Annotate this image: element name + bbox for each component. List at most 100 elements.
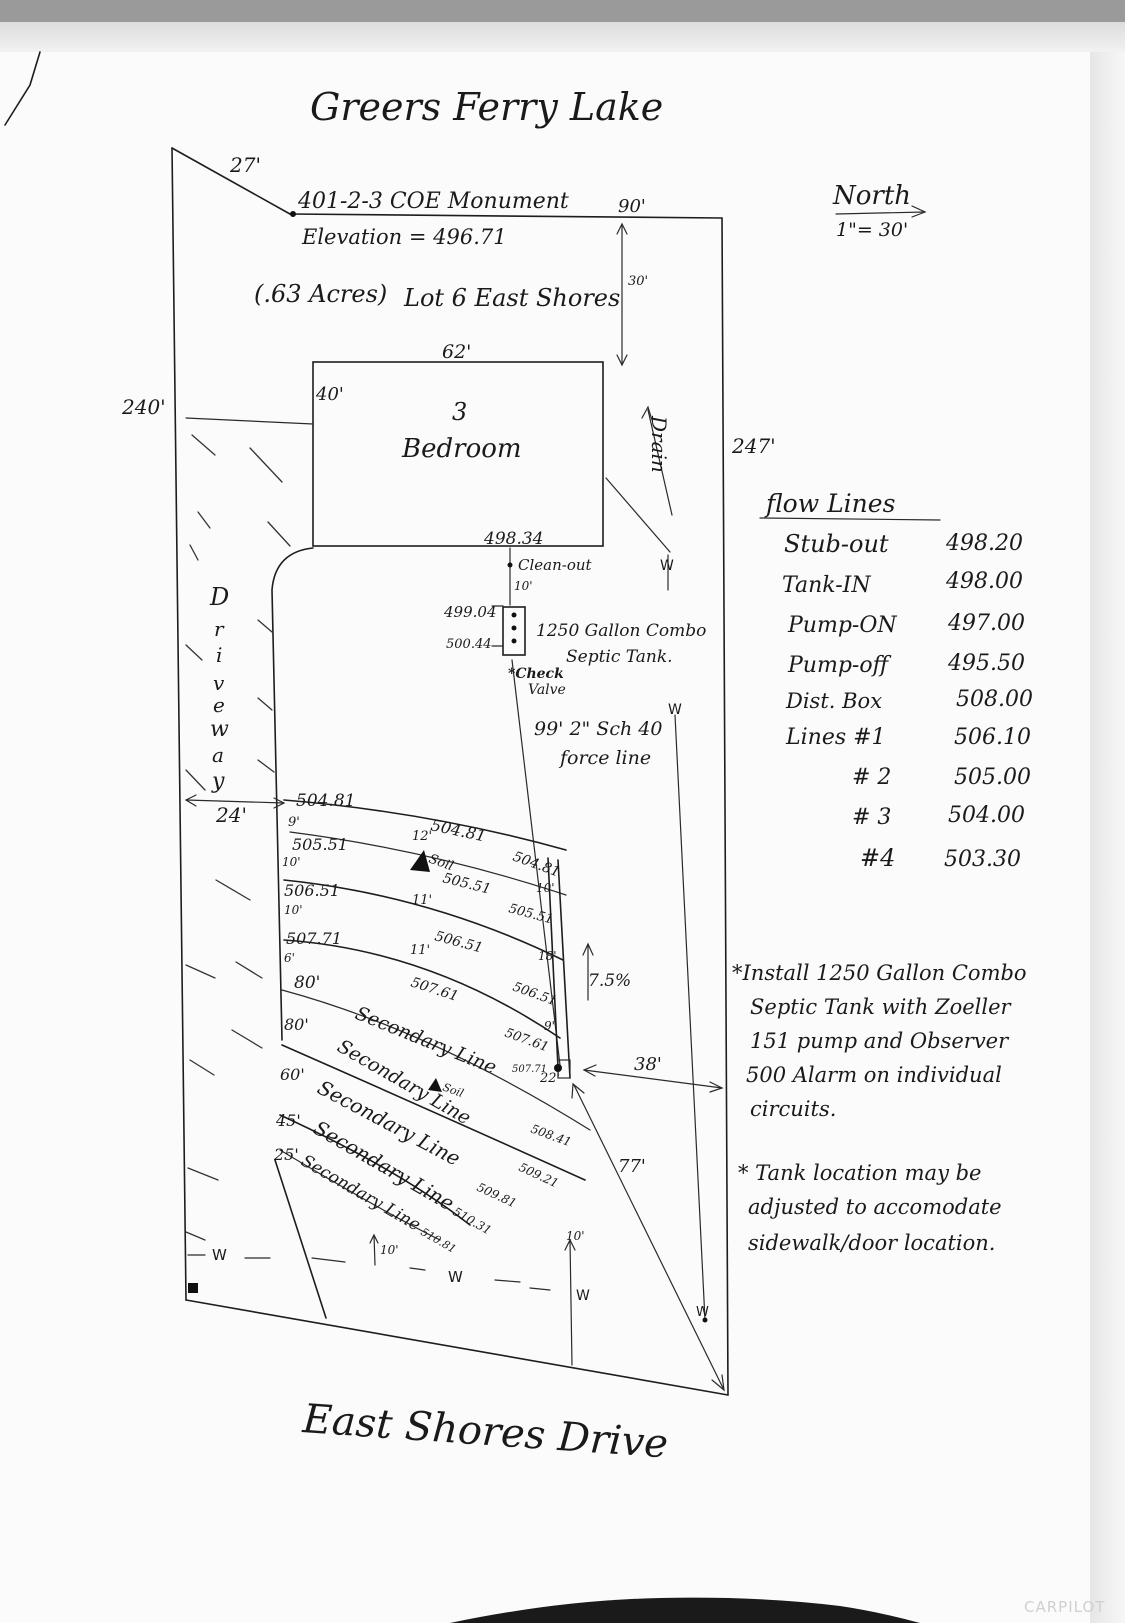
flow-lines-underline (759, 517, 941, 521)
svg-text:w: w (210, 717, 229, 742)
clean-out-label: Clean-out (518, 556, 593, 574)
corner-pin (188, 1283, 198, 1293)
monument-elevation: Elevation = 496.71 (301, 225, 507, 249)
svg-text:506.10: 506.10 (954, 725, 1031, 750)
drain-label: Drain (647, 415, 671, 473)
svg-text:W: W (696, 1305, 709, 1320)
road-name: East Shores Drive (300, 1396, 669, 1467)
svg-text:10': 10' (284, 903, 303, 917)
svg-text:y: y (211, 769, 225, 794)
tank-location-note: * Tank location may be adjusted to accom… (738, 1161, 1002, 1255)
tank-elev-top: 499.04 (443, 603, 497, 621)
svg-text:circuits.: circuits. (750, 1097, 836, 1121)
svg-text:25': 25' (273, 1145, 299, 1164)
watermark: CARPILOT (1024, 1598, 1106, 1616)
flow-lines-title: flow Lines (764, 489, 895, 518)
hatching (185, 434, 291, 1241)
svg-text:e: e (213, 693, 225, 717)
svg-text:18': 18' (538, 949, 557, 963)
svg-text:a: a (212, 743, 224, 767)
svg-text:506.51: 506.51 (284, 881, 340, 900)
driveway-width-arrow (184, 794, 286, 809)
flow-lines-table: flow Lines Stub-out 498.20 Tank-IN 498.0… (764, 489, 1033, 872)
svg-text:W: W (668, 702, 682, 718)
force-line-1: 99' 2" Sch 40 (534, 718, 662, 740)
lot-name: Lot 6 East Shores (403, 284, 620, 312)
svg-text:10': 10' (536, 881, 555, 895)
svg-text:80': 80' (294, 973, 320, 993)
svg-text:W: W (212, 1246, 227, 1264)
svg-text:Dist. Box: Dist. Box (785, 689, 882, 713)
svg-text:151 pump and Observer: 151 pump and Observer (750, 1029, 1010, 1053)
house-outline (312, 361, 604, 547)
water-line-bottom (187, 1254, 551, 1291)
svg-text:508.00: 508.00 (956, 687, 1033, 712)
water-line-right (674, 714, 706, 1321)
corner-mark (4, 51, 41, 126)
lake-name: Greers Ferry Lake (310, 85, 663, 129)
paper-right-edge (1090, 52, 1125, 1623)
dim-driveway-width: 24' (215, 803, 247, 827)
svg-text:509.81: 509.81 (475, 1180, 519, 1210)
tank-label-2: Septic Tank. (566, 647, 673, 667)
svg-text:W: W (576, 1288, 590, 1304)
svg-text:498.20: 498.20 (945, 531, 1023, 556)
svg-text:10': 10' (566, 1229, 585, 1243)
north-arrow (835, 205, 927, 218)
svg-text:* Tank location may be: * Tank location may be (738, 1161, 981, 1185)
svg-text:6': 6' (284, 951, 295, 965)
bottom-smudge (450, 1597, 920, 1623)
svg-text:503.30: 503.30 (944, 847, 1021, 872)
svg-text:22': 22' (539, 1071, 560, 1086)
svg-text:Tank-IN: Tank-IN (782, 573, 871, 598)
dim-left-side: 240' (121, 395, 166, 419)
svg-text:*Install 1250 Gallon Combo: *Install 1250 Gallon Combo (732, 961, 1027, 985)
svg-text:505.51: 505.51 (441, 870, 492, 897)
svg-text:9': 9' (288, 815, 300, 830)
check-valve-2: Valve (528, 682, 566, 698)
svg-text:#4: #4 (860, 844, 895, 872)
setback-arrow (616, 222, 628, 367)
svg-text:507.71: 507.71 (286, 929, 342, 948)
svg-text:D: D (209, 583, 229, 611)
svg-text:10': 10' (282, 855, 301, 869)
svg-text:9': 9' (544, 1019, 555, 1033)
dim-right-side: 247' (731, 434, 776, 458)
dim-top-left: 27' (229, 153, 261, 177)
svg-text:505.51: 505.51 (292, 835, 348, 854)
viewer-top-shadow (0, 22, 1125, 52)
paper-sheet (0, 52, 1090, 1623)
dim-house-depth: 40' (315, 384, 344, 405)
svg-text:506.51: 506.51 (433, 928, 484, 956)
bottom-measure (369, 1233, 576, 1366)
svg-text:500 Alarm on individual: 500 Alarm on individual (746, 1063, 1002, 1087)
svg-text:Stub-out: Stub-out (784, 530, 889, 558)
driveway-label: D r i v e w a y (209, 583, 229, 794)
dim-diagonal: 77' (618, 1156, 646, 1177)
north-label: North (832, 181, 911, 211)
svg-text:509.21: 509.21 (517, 1160, 561, 1190)
house-elevation: 498.34 (483, 529, 543, 549)
svg-text:W: W (660, 558, 674, 574)
svg-text:r: r (214, 617, 225, 641)
slope-arrow (582, 942, 594, 1001)
install-note: *Install 1250 Gallon Combo Septic Tank w… (732, 961, 1027, 1121)
dim-clean-out: 10' (514, 579, 533, 593)
distribution-box (547, 857, 571, 1079)
svg-text:507.71: 507.71 (512, 1064, 547, 1075)
lot-acres: (.63 Acres) (254, 280, 387, 308)
svg-text:495.50: 495.50 (947, 651, 1025, 676)
check-valve-1: *Check (508, 666, 564, 682)
diagonal-arrow (571, 1082, 725, 1392)
dim-setback: 30' (628, 274, 648, 289)
svg-text:504.81: 504.81 (296, 791, 355, 811)
dim-house-width: 62' (442, 341, 471, 363)
secondary-lines: 80' 80' 60' 45' 25' Secondary Line Secon… (273, 973, 500, 1235)
driveway-outline (271, 547, 327, 1319)
house-left-line (185, 417, 314, 425)
tank-elev-bottom: 500.44 (446, 637, 492, 652)
svg-text:504.00: 504.00 (948, 803, 1025, 828)
force-line (511, 659, 561, 1066)
svg-text:sidewalk/door location.: sidewalk/door location. (748, 1231, 995, 1255)
